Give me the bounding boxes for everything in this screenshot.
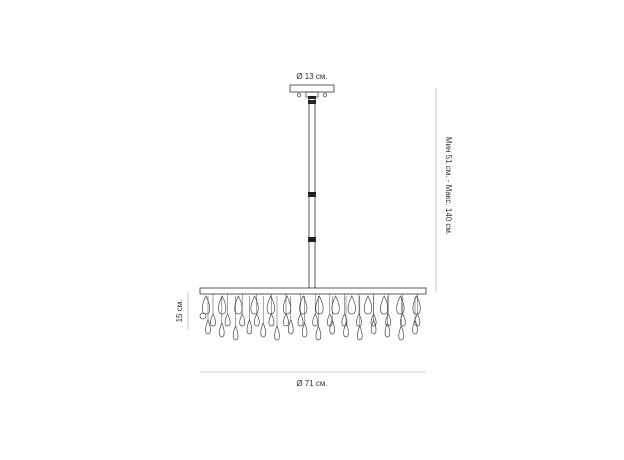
- crystal-drop-medium: [297, 313, 304, 327]
- crystal-drop-medium: [224, 313, 231, 327]
- crystal-drop-small: [329, 319, 335, 335]
- crystal-drop-medium: [399, 313, 406, 327]
- crystal-drop-medium: [341, 313, 348, 327]
- crystal-drop-large: [299, 295, 308, 315]
- crystal-drop-large: [201, 295, 211, 315]
- crystal-drop-large: [380, 295, 389, 315]
- canopy-diameter-label: Ø 13 см.: [296, 72, 327, 81]
- height-range-label: Мин 51 см. - Макс. 140 см.: [444, 137, 453, 235]
- crystal-drop-medium: [326, 313, 333, 327]
- crystal-bead: [199, 312, 207, 320]
- crystal-drop-small: [343, 322, 349, 338]
- crystal-drop-medium: [268, 313, 275, 327]
- crystal-drop-large: [315, 295, 324, 315]
- crystal-drop-medium: [312, 313, 319, 327]
- crystal-drop-large: [412, 295, 421, 315]
- suspension-rod: [308, 99, 316, 288]
- body-height-label: 15 см.: [175, 300, 184, 323]
- crystal-drop-small: [205, 319, 211, 335]
- crystal-drop-large: [218, 295, 227, 315]
- crystal-drop-small: [384, 322, 391, 338]
- crystal-drop-large: [363, 295, 373, 315]
- crystal-drop-large: [396, 295, 405, 315]
- crystal-drop-small: [398, 325, 404, 341]
- crystal-drop-small: [246, 319, 253, 335]
- crystal-drop-large: [331, 295, 340, 315]
- frame-bar: [199, 287, 427, 295]
- crystal-drop-large: [347, 295, 356, 315]
- crystal-drop-medium: [283, 313, 289, 327]
- crystal-drop-small: [357, 325, 363, 341]
- crystal-drop-medium: [239, 313, 246, 327]
- crystal-drop-small: [260, 322, 266, 338]
- crystal-drop-large: [266, 295, 275, 315]
- crystal-drop-medium: [356, 313, 362, 327]
- width-diameter-label: Ø 71 см.: [296, 379, 327, 388]
- crystal-drop-large: [250, 295, 259, 315]
- crystal-drop-medium: [370, 313, 377, 327]
- crystal-drop-small: [301, 322, 308, 338]
- crystal-drop-small: [315, 325, 322, 341]
- crystal-drop-medium: [414, 313, 421, 327]
- crystal-drop-small: [219, 322, 225, 338]
- crystal-drops: [199, 294, 421, 341]
- crystal-drop-small: [370, 319, 377, 335]
- crystal-drop-large: [282, 295, 292, 315]
- crystal-drop-medium: [253, 313, 260, 327]
- crystal-drop-medium: [210, 313, 216, 327]
- crystal-drop-small: [232, 325, 239, 341]
- crystal-drop-small: [288, 319, 294, 335]
- crystal-drop-small: [412, 319, 418, 335]
- ceiling-canopy: [289, 84, 335, 99]
- crystal-drop-small: [274, 325, 280, 341]
